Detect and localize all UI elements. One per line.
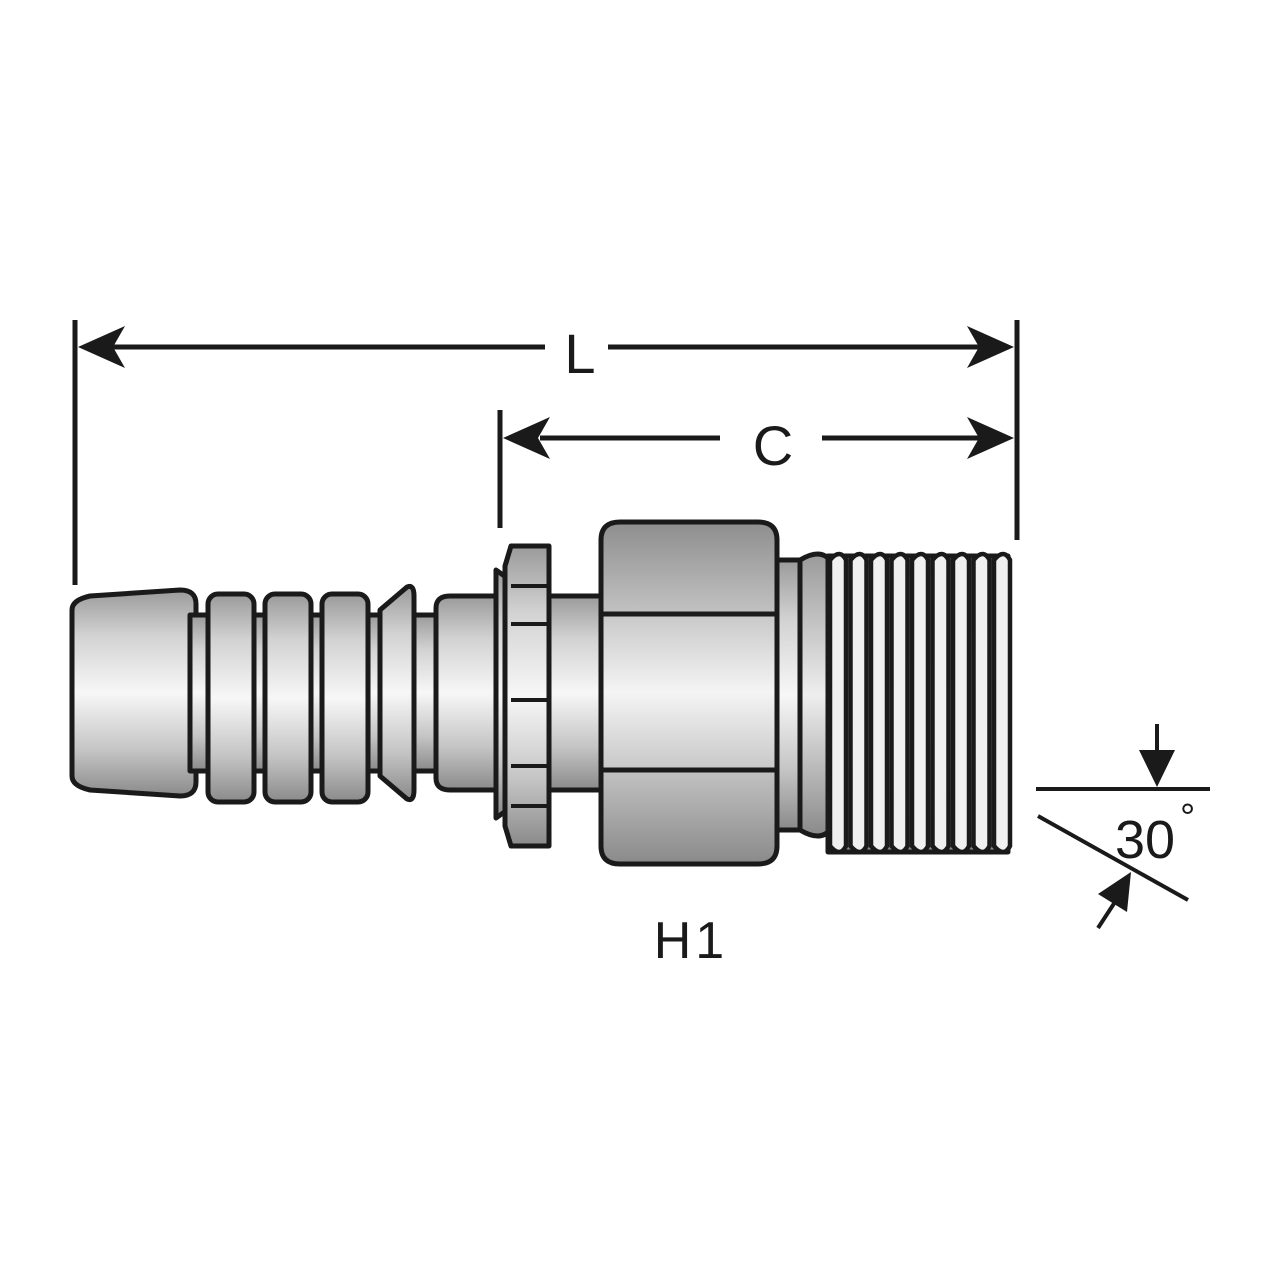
angle-label: 30 (1115, 810, 1175, 870)
thread-crest (930, 551, 951, 855)
thread-crest (909, 551, 931, 855)
dimension-c (497, 410, 1014, 528)
arrow-up-icon (1098, 872, 1131, 912)
hose-barb (319, 591, 371, 805)
thread-crest (991, 551, 1013, 855)
thread-crests (827, 551, 1013, 855)
angle-degree-symbol: ° (1180, 797, 1195, 839)
arrow-right-icon (967, 326, 1014, 368)
thread-crest (950, 551, 972, 855)
hex-nut-middle-face (598, 611, 780, 773)
dimension-l-label: L (564, 322, 595, 385)
hose-barb (205, 591, 257, 805)
angle-chamfer-line (1037, 814, 1189, 902)
hex-nut-top-face (598, 519, 780, 617)
neck (546, 593, 606, 793)
hose-cone-barb (377, 583, 417, 803)
arrow-left-icon (503, 417, 550, 459)
dimension-l (72, 320, 1020, 585)
arrow-right-icon (967, 417, 1014, 459)
angle-annotation (1036, 724, 1210, 930)
collar (502, 543, 552, 849)
arrow-down-icon (1139, 750, 1175, 787)
hex-nut-bottom-face (598, 767, 780, 867)
hex-size-label: H1 (654, 912, 728, 970)
arrow-left-icon (78, 326, 125, 368)
hose-tail-tip (69, 587, 199, 799)
thread-crest (889, 551, 910, 855)
thread-crest (827, 551, 849, 855)
thread-crest (848, 551, 869, 855)
angle-arrow-lower-shaft (1096, 900, 1117, 930)
thread-crest (868, 551, 890, 855)
thread-crest (971, 551, 992, 855)
dimension-c-label: C (753, 414, 793, 477)
thread-relief (774, 557, 803, 833)
hose-barb (262, 591, 314, 805)
